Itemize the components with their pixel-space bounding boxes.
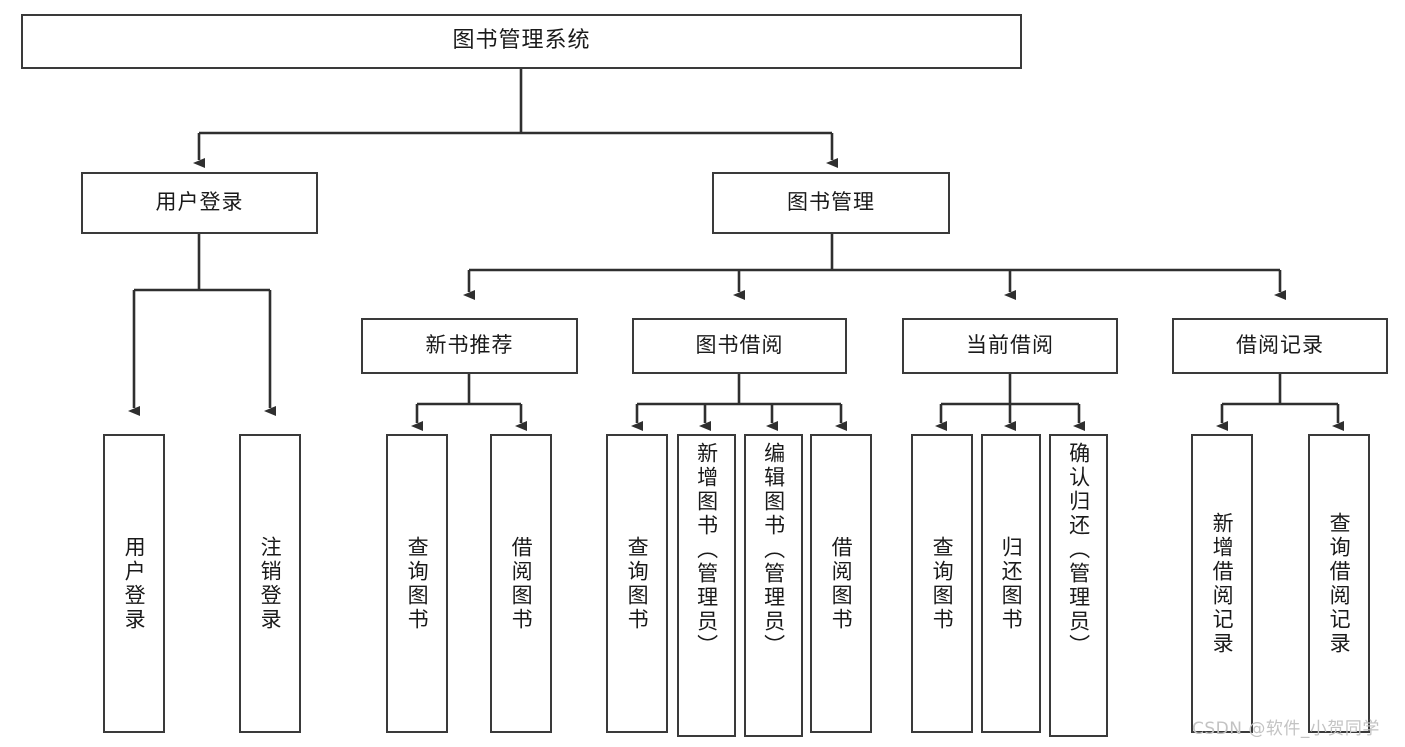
leaf-user-login-login[interactable]: 用户登录 [103,434,165,733]
leaf-content: 借阅图书 [492,436,550,731]
leaf-new-book-borrow-book[interactable]: 借阅图书 [490,434,552,733]
node-user-login[interactable]: 用户登录 [81,172,318,234]
node-label: 图书管理系统 [452,28,591,54]
node-root-book-management-system[interactable]: 图书管理系统 [21,14,1022,69]
leaf-content: 借阅图书 [812,436,870,731]
node-label: 借阅记录 [1236,333,1324,358]
leaf-record-query-borrow-record[interactable]: 查询借阅记录 [1308,434,1370,733]
leaf-content: 编辑图书（管理员） [746,436,801,741]
leaf-content: 查询图书 [608,436,666,731]
node-book-borrow[interactable]: 图书借阅 [632,318,847,374]
leaf-content: 归还图书 [983,436,1039,731]
leaf-borrow-add-book-admin[interactable]: 新增图书（管理员） [677,434,736,737]
leaf-label: 查询借阅记录 [1327,511,1352,656]
node-book-management[interactable]: 图书管理 [712,172,950,234]
leaf-content: 新增图书（管理员） [679,436,734,741]
leaf-label: 借阅图书 [829,535,854,632]
leaf-content: 用户登录 [105,436,163,731]
leaf-label: 归还图书 [999,535,1024,632]
node-label: 新书推荐 [425,333,514,358]
leaf-user-login-logout[interactable]: 注销登录 [239,434,301,733]
leaf-label: 编辑图书（管理员） [761,442,786,658]
node-label: 当前借阅 [966,333,1054,358]
leaf-content: 查询图书 [388,436,446,731]
leaf-label: 新增图书（管理员） [694,442,719,658]
leaf-label: 新增借阅记录 [1210,511,1235,656]
leaf-content: 注销登录 [241,436,299,731]
node-label: 用户登录 [155,190,244,215]
leaf-label: 注销登录 [258,535,283,632]
leaf-content: 确认归还（管理员） [1051,436,1106,741]
leaf-record-add-borrow-record[interactable]: 新增借阅记录 [1191,434,1253,733]
leaf-current-query-book[interactable]: 查询图书 [911,434,973,733]
leaf-label: 确认归还（管理员） [1066,442,1091,658]
leaf-content: 新增借阅记录 [1193,436,1251,731]
leaf-label: 查询图书 [625,535,650,632]
leaf-label: 查询图书 [405,535,430,632]
leaf-current-confirm-return-admin[interactable]: 确认归还（管理员） [1049,434,1108,737]
node-new-book-recommend[interactable]: 新书推荐 [361,318,578,374]
node-label: 图书借阅 [695,333,784,358]
leaf-borrow-borrow-book[interactable]: 借阅图书 [810,434,872,733]
csdn-watermark: CSDN @软件_小贺同学 [1192,719,1380,739]
leaf-new-book-query-book[interactable]: 查询图书 [386,434,448,733]
leaf-content: 查询图书 [913,436,971,731]
node-current-borrow[interactable]: 当前借阅 [902,318,1118,374]
leaf-label: 用户登录 [122,535,147,632]
leaf-current-return-book[interactable]: 归还图书 [981,434,1041,733]
node-borrow-record[interactable]: 借阅记录 [1172,318,1388,374]
leaf-label: 查询图书 [930,535,955,632]
leaf-content: 查询借阅记录 [1310,436,1368,731]
leaf-label: 借阅图书 [509,535,534,632]
leaf-borrow-query-book[interactable]: 查询图书 [606,434,668,733]
leaf-borrow-edit-book-admin[interactable]: 编辑图书（管理员） [744,434,803,737]
node-label: 图书管理 [787,190,875,215]
